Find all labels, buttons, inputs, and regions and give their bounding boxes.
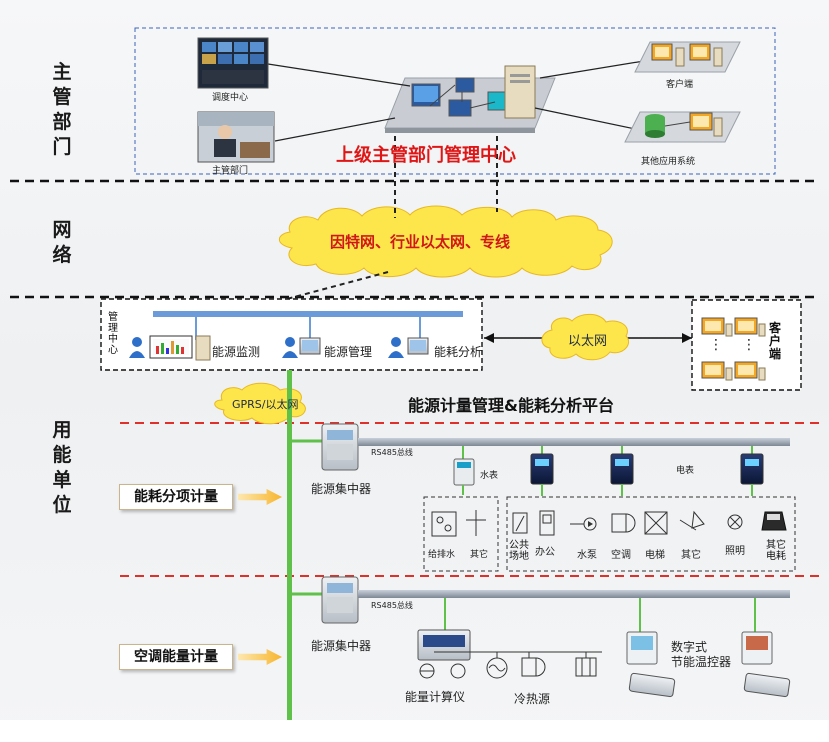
elec-item: 其它电耗 [766, 540, 786, 562]
sub1-collector-label: 能源集中器 [311, 482, 372, 496]
mgmt-center-label: 管理中心 [108, 312, 118, 356]
ethernet-cloud [541, 313, 630, 361]
water-item: 给排水 [428, 550, 456, 560]
green-bus [287, 370, 292, 720]
rs485-bus-1 [358, 438, 790, 446]
client-dots-2: ⋮ [742, 337, 756, 353]
module-management: 能源管理 [324, 345, 373, 359]
sub2-bus-label: RS485总线 [371, 601, 413, 610]
module-monitoring: 能源监测 [212, 345, 261, 359]
thermostat-label-1: 数字式 [671, 640, 708, 654]
section-label-top: 主管部门 [52, 61, 72, 158]
top-frame [134, 27, 776, 175]
elec-meter-3 [740, 453, 764, 485]
rs485-bus-2 [358, 590, 790, 598]
gprs-label: GPRS/以太网 [232, 398, 299, 411]
network-cloud-label: 因特网、行业以太网、专线 [330, 233, 511, 251]
mgmt-center-box [100, 298, 483, 371]
client-label: 客户端 [666, 80, 694, 90]
elec-item: 电梯 [645, 550, 665, 561]
calculator-label: 能量计算仪 [405, 690, 466, 704]
water-meter-label: 水表 [480, 471, 499, 481]
fan-coil-1 [628, 672, 676, 698]
elec-item: 办公 [535, 547, 555, 558]
elec-item: 水泵 [577, 550, 597, 561]
client-box-label: 客户端 [768, 321, 781, 361]
heat-source-label: 冷热源 [514, 692, 551, 706]
sub2-label: 空调能量计量 [119, 644, 233, 670]
other-systems-label: 其他应用系统 [641, 157, 696, 167]
section-label-network: 网络 [52, 219, 72, 266]
thermostat-label-2: 节能温控器 [671, 655, 732, 669]
elec-meter-label: 电表 [676, 466, 695, 476]
elec-item: 空调 [611, 550, 631, 561]
center-title: 上级主管部门管理中心 [336, 145, 516, 166]
sub1-label: 能耗分项计量 [119, 484, 233, 510]
elec-item: 其它 [681, 550, 701, 561]
section-label-user: 用能单位 [52, 419, 72, 516]
ethernet-label: 以太网 [568, 334, 608, 349]
platform-title: 能源计量管理&能耗分析平台 [408, 396, 614, 415]
elec-item: 照明 [725, 546, 745, 557]
network-cloud [278, 205, 613, 278]
elec-group-box [506, 496, 796, 572]
elec-meter-2 [610, 453, 634, 485]
sub1-bus-label: RS485总线 [371, 448, 413, 457]
water-item: 其它 [470, 550, 489, 560]
water-group-box [423, 496, 499, 572]
gprs-cloud [214, 382, 306, 425]
dept-label: 主管部门 [212, 166, 249, 176]
sub2-collector-label: 能源集中器 [311, 639, 372, 653]
dispatch-center-label: 调度中心 [212, 93, 249, 103]
elec-item: 公共场地 [509, 540, 529, 562]
client-dots-1: ⋮ [709, 337, 723, 353]
elec-meter-1 [530, 453, 554, 485]
module-analysis: 能耗分析 [434, 345, 483, 359]
